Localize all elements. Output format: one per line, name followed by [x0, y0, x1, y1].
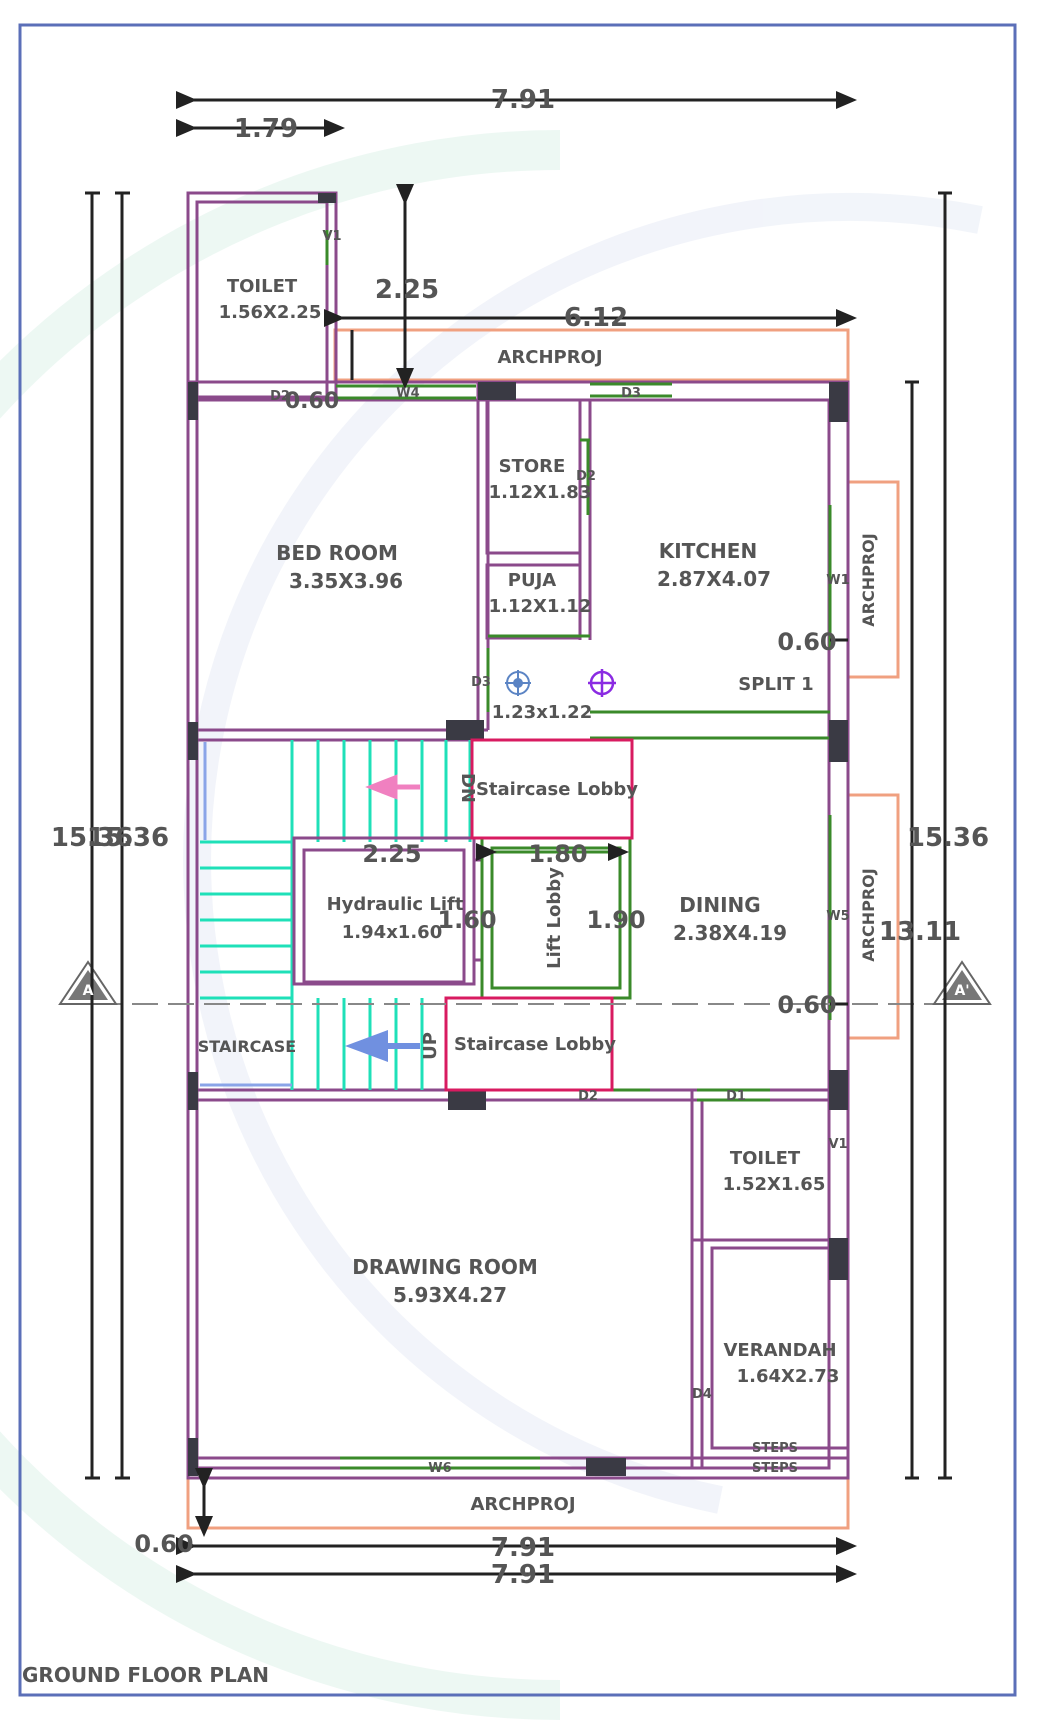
dim-lift-height: 1.60	[437, 906, 496, 934]
sheet-frame	[18, 23, 1017, 1697]
dim-top-total: 7.91	[491, 85, 555, 115]
door-d4: D4	[692, 1387, 712, 1402]
dim-plot-width: 6.12	[564, 303, 628, 333]
archproj-right-lower: ARCHPROJ	[859, 868, 878, 961]
dim-proj-lower: 0.60	[777, 991, 836, 1019]
bedroom-size: 3.35X3.96	[289, 569, 403, 593]
verandah-name: VERANDAH	[723, 1340, 836, 1361]
dim-right-inner: 13.11	[879, 917, 961, 947]
archproj-top: ARCHPROJ	[497, 347, 602, 368]
section-marker-right	[932, 960, 992, 1005]
drawing-room-name: DRAWING ROOM	[352, 1255, 538, 1279]
section-marker-left	[58, 960, 118, 1005]
kitchen-size: 2.87X4.07	[657, 567, 771, 591]
door-d3-left: D3	[471, 675, 491, 690]
steps-label: STEPS	[752, 1461, 798, 1476]
staircase-lobby-top: Staircase Lobby	[476, 779, 638, 800]
door-d3-top: D3	[621, 386, 641, 401]
staircase-lobby	[444, 738, 634, 1092]
door-d2-bottom: D2	[578, 1089, 598, 1104]
drawing-room-size: 5.93X4.27	[393, 1283, 507, 1307]
steps-label: STEPS	[752, 1441, 798, 1456]
section-label-left: A	[83, 983, 94, 999]
walls	[186, 191, 850, 1480]
dim-proj-upper: 0.60	[777, 628, 836, 656]
plan-title: GROUND FLOOR PLAN	[22, 1663, 269, 1687]
target-icon	[505, 670, 531, 696]
bedroom-name: BED ROOM	[276, 541, 398, 565]
store-name: STORE	[499, 456, 566, 477]
dim-lift-width: 2.25	[362, 840, 421, 868]
vent-v1-top: V1	[322, 229, 341, 244]
stair-up-label: UP	[420, 1032, 441, 1060]
puja-name: PUJA	[508, 570, 557, 591]
passage-size: 1.23x1.22	[492, 702, 592, 723]
columns	[188, 193, 848, 1476]
vent-v1-right: V1	[828, 1137, 847, 1152]
crosshair-icon	[588, 669, 616, 697]
store-size: 1.12X1.83	[489, 482, 592, 503]
toilet-bottom-name: TOILET	[730, 1148, 801, 1169]
stair-arrow-dn	[365, 774, 420, 800]
kitchen-name: KITCHEN	[659, 539, 757, 563]
dining-name: DINING	[679, 893, 760, 917]
dim-bottom-offset: 0.60	[134, 1530, 193, 1558]
dim-toilet-offset: 2.25	[375, 275, 439, 305]
window-w6: W6	[428, 1461, 451, 1476]
door-d-bed: D2	[270, 389, 290, 404]
stair-arrow-up-head	[345, 1030, 388, 1062]
toilet-bottom-size: 1.52X1.65	[723, 1174, 826, 1195]
door-d2-store: D2	[576, 469, 596, 484]
dining-size: 2.38X4.19	[673, 921, 787, 945]
dim-bottom-total-1: 7.91	[491, 1533, 555, 1563]
toilet-top-name: TOILET	[227, 276, 298, 297]
dim-left-total: 15.36	[51, 823, 133, 853]
dimension-lines	[90, 91, 947, 1583]
archproj-bottom: ARCHPROJ	[470, 1494, 575, 1515]
hydraulic-lift-size: 1.94x1.60	[342, 922, 442, 943]
dim-left-total-overlap: 15.36	[87, 823, 169, 853]
toilet-top-size: 1.56X2.25	[219, 302, 322, 323]
dim-bed-gap: 0.60	[285, 389, 339, 414]
dim-bottom-total-2: 7.91	[491, 1560, 555, 1590]
staircase-lobby-bottom: Staircase Lobby	[454, 1034, 616, 1055]
section-label-right: A'	[954, 983, 969, 999]
dim-toilet-width: 1.79	[234, 114, 298, 144]
hydraulic-lift-name: Hydraulic Lift	[327, 894, 464, 915]
lift	[292, 836, 482, 986]
dim-lobby-height: 1.90	[586, 906, 645, 934]
verandah-size: 1.64X2.73	[737, 1366, 840, 1387]
lift-lobby-label: Lift Lobby	[544, 867, 565, 969]
stair-dn-label: DN	[457, 773, 478, 803]
archproj-right-upper: ARCHPROJ	[859, 533, 878, 626]
window-w5: W5	[826, 909, 849, 924]
dim-right-total: 15.36	[907, 823, 989, 853]
door-d1: D1	[726, 1089, 746, 1104]
window-w4: W4	[396, 386, 419, 401]
split-label: SPLIT 1	[738, 674, 813, 695]
dimension-ticks	[85, 191, 952, 1480]
dim-lobby-width: 1.80	[528, 840, 587, 868]
window-w1: W1	[826, 573, 849, 588]
staircase-label: STAIRCASE	[198, 1037, 296, 1056]
puja-size: 1.12X1.12	[489, 596, 592, 617]
